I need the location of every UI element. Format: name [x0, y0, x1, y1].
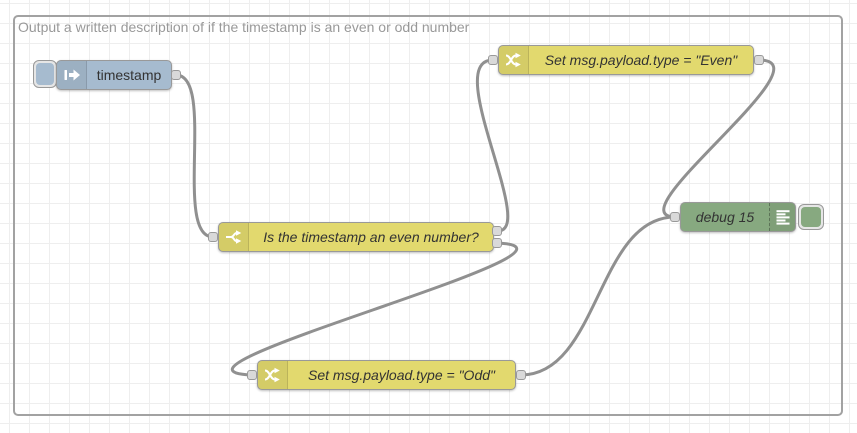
inject-trigger-button-fill — [36, 63, 54, 85]
port-switch-output-2[interactable] — [492, 238, 502, 248]
node-label: timestamp — [96, 67, 162, 83]
shuffle-icon — [499, 46, 529, 74]
wire-switch-to-change-even[interactable] — [475, 58, 510, 233]
node-label: Set msg.payload.type = "Even" — [544, 52, 738, 68]
debug-toggle-button[interactable] — [798, 204, 824, 230]
node-label: Is the timestamp an even number? — [263, 229, 479, 245]
node-switch-even-check[interactable]: Is the timestamp an even number? — [218, 222, 494, 252]
node-change-odd[interactable]: Set msg.payload.type = "Odd" — [257, 360, 516, 390]
wire-change-even-to-debug[interactable] — [662, 58, 776, 219]
port-switch-output-1[interactable] — [492, 226, 502, 236]
wire-switch-to-change-odd[interactable] — [230, 241, 519, 377]
inject-arrow-icon — [57, 61, 87, 89]
node-label: Set msg.payload.type = "Odd" — [308, 367, 495, 383]
inject-trigger-button[interactable] — [33, 60, 57, 88]
port-inject-output[interactable] — [171, 70, 181, 80]
node-debug-15[interactable]: debug 15 — [680, 202, 796, 232]
port-change-odd-output[interactable] — [516, 370, 526, 380]
port-debug-input[interactable] — [670, 212, 680, 222]
port-change-even-output[interactable] — [754, 55, 764, 65]
port-switch-input[interactable] — [208, 232, 218, 242]
port-change-even-input[interactable] — [488, 55, 498, 65]
node-label: debug 15 — [695, 209, 755, 225]
node-change-even[interactable]: Set msg.payload.type = "Even" — [498, 45, 754, 75]
wire-inject-to-switch[interactable] — [174, 73, 215, 239]
switch-fork-icon — [219, 223, 249, 251]
shuffle-icon — [258, 361, 288, 389]
debug-output-icon — [769, 203, 795, 231]
flow-group[interactable]: Output a written description of if the t… — [13, 15, 843, 416]
debug-toggle-button-fill — [801, 207, 821, 227]
port-change-odd-input[interactable] — [247, 370, 257, 380]
wire-change-odd-to-debug[interactable] — [519, 215, 677, 377]
group-label: Output a written description of if the t… — [18, 19, 470, 35]
node-inject-timestamp[interactable]: timestamp — [56, 60, 172, 90]
